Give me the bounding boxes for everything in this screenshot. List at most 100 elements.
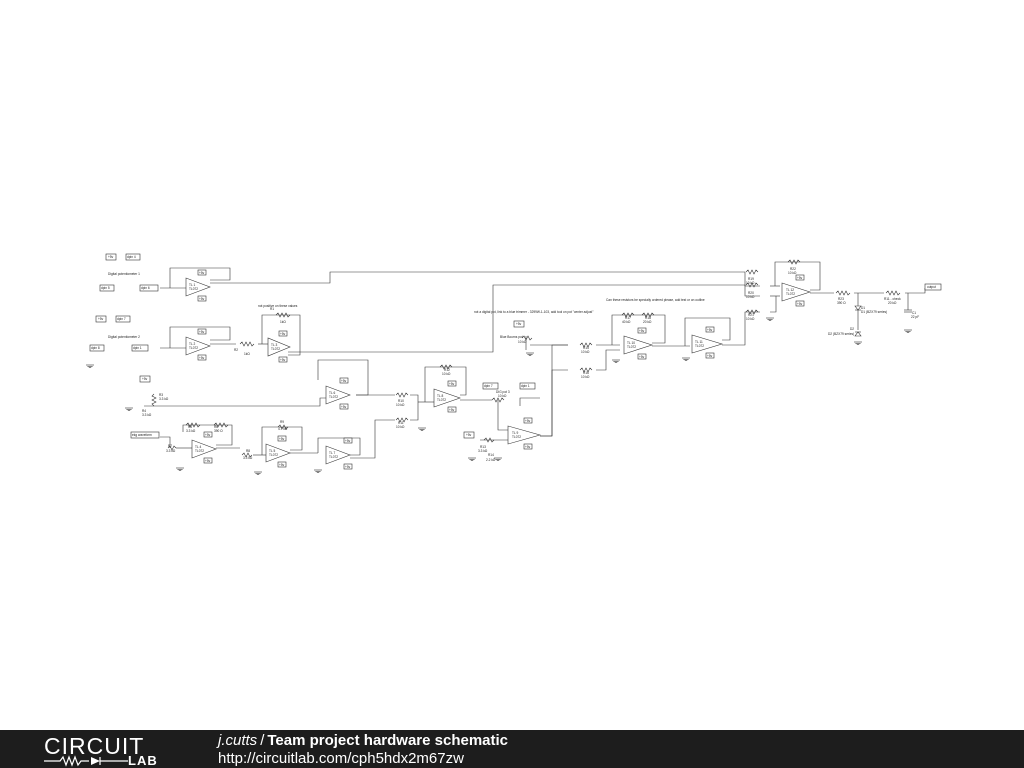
note-digi-pot-2: Digital potentiometer 2 — [108, 335, 140, 339]
author-link[interactable]: j.cutts — [218, 732, 258, 749]
svg-text:TL072: TL072 — [695, 344, 704, 348]
svg-text:TL072: TL072 — [189, 287, 198, 291]
svg-text:TL 11: TL 11 — [695, 340, 703, 344]
svg-text:22 pF: 22 pF — [911, 315, 919, 319]
resistor-r7: R73.3 kΩ — [166, 444, 177, 453]
resistor-r9: R94.7 kΩ — [277, 420, 289, 431]
svg-text:R3: R3 — [159, 393, 163, 397]
svg-text:TL 2: TL 2 — [189, 342, 195, 346]
svg-text:R7: R7 — [168, 444, 172, 448]
port-dpin8: dpin 8 — [89, 344, 105, 352]
svg-text:3.3 kΩ: 3.3 kΩ — [243, 456, 253, 460]
svg-text:+5v: +5v — [280, 358, 286, 362]
svg-text:1kΩ: 1kΩ — [244, 352, 250, 356]
svg-text:TL072: TL072 — [189, 346, 198, 350]
svg-text:dpin 5: dpin 5 — [101, 286, 110, 290]
svg-text:3.3 kΩ: 3.3 kΩ — [142, 413, 152, 417]
svg-text:10 kΩ: 10 kΩ — [746, 317, 755, 321]
svg-text:dpin 7: dpin 7 — [484, 384, 493, 388]
svg-text:dpin 1: dpin 1 — [133, 346, 142, 350]
svg-text:+5v: +5v — [345, 465, 351, 469]
svg-text:+5v: +5v — [707, 328, 713, 332]
svg-text:+5v: +5v — [525, 445, 531, 449]
svg-text:+5v: +5v — [449, 408, 455, 412]
port-flags: +5v dpin 4 dpin 5 dpin 6 +5v dpin 7 dpin… — [89, 253, 942, 439]
svg-text:+5v: +5v — [341, 379, 347, 383]
svg-text:D1: D1 — [861, 306, 865, 310]
svg-text:TL072: TL072 — [627, 345, 636, 349]
svg-text:ekg waveform: ekg waveform — [132, 433, 152, 437]
note-digi-pot-1: Digital potentiometer 1 — [108, 272, 140, 276]
svg-text:R18: R18 — [645, 316, 651, 320]
svg-text:TL 5: TL 5 — [269, 449, 275, 453]
svg-text:10 kΩ: 10 kΩ — [518, 340, 527, 344]
svg-text:+5v: +5v — [199, 297, 205, 301]
port-vcc-5: +5v — [513, 320, 525, 328]
svg-text:dpin 7: dpin 7 — [117, 317, 126, 321]
svg-text:10 kΩ: 10 kΩ — [396, 403, 405, 407]
potentiometer-dig-pot3: DIG pot 310 kΩ — [491, 390, 510, 403]
schematic-url[interactable]: http://circuitlab.com/cph5hdx2m67zw — [218, 750, 464, 767]
svg-text:20 kΩ: 20 kΩ — [888, 301, 897, 305]
svg-text:3.3 kΩ: 3.3 kΩ — [159, 397, 169, 401]
svg-text:+5v: +5v — [199, 356, 205, 360]
svg-text:R8: R8 — [246, 449, 250, 453]
port-vcc: +5v — [105, 253, 117, 261]
svg-text:R4: R4 — [142, 409, 146, 413]
svg-text:TL 12: TL 12 — [786, 288, 794, 292]
svg-text:10 kΩ: 10 kΩ — [746, 295, 755, 299]
svg-text:R1: R1 — [270, 307, 274, 311]
svg-text:+5v: +5v — [797, 302, 803, 306]
svg-text:Blue Bourns pot: Blue Bourns pot — [500, 335, 523, 339]
svg-text:TL072: TL072 — [269, 453, 278, 457]
svg-text:+5v: +5v — [279, 437, 285, 441]
svg-text:+5v: +5v — [466, 433, 472, 437]
svg-text:output: output — [927, 285, 936, 289]
svg-text:R21: R21 — [748, 313, 754, 317]
svg-text:TL 7: TL 7 — [329, 451, 335, 455]
svg-text:390 Ω: 390 Ω — [837, 301, 846, 305]
resistor-r5: R53.3 kΩ — [185, 422, 201, 433]
svg-text:TL 10: TL 10 — [627, 341, 635, 345]
svg-text:+5v: +5v — [525, 419, 531, 423]
svg-text:dpin 4: dpin 4 — [127, 255, 136, 259]
svg-text:4.7 kΩ: 4.7 kΩ — [278, 427, 288, 431]
svg-text:+5v: +5v — [516, 322, 522, 326]
svg-text:R19: R19 — [748, 277, 754, 281]
svg-text:2.2 kΩ: 2.2 kΩ — [486, 458, 496, 462]
svg-text:10 kΩ: 10 kΩ — [581, 375, 590, 379]
annotation-notes: Digital potentiometer 1 Digital potentio… — [108, 272, 705, 339]
svg-text:10 kΩ: 10 kΩ — [498, 394, 507, 398]
svg-text:10 kΩ: 10 kΩ — [442, 372, 451, 376]
svg-text:R23: R23 — [838, 297, 844, 301]
svg-text:R14: R14 — [488, 453, 494, 457]
svg-text:R5: R5 — [188, 425, 192, 429]
port-dpin6: dpin 6 — [139, 284, 159, 292]
port-vcc-3: +5v — [139, 375, 151, 383]
svg-text:TL072: TL072 — [437, 398, 446, 402]
port-dpin5: dpin 5 — [99, 284, 115, 292]
svg-text:TL072: TL072 — [195, 449, 204, 453]
svg-text:+5v: +5v — [345, 439, 351, 443]
svg-text:TL072: TL072 — [329, 395, 338, 399]
resistor-r3: R33.3 kΩ — [151, 393, 169, 407]
svg-text:20 kΩ: 20 kΩ — [643, 320, 652, 324]
svg-text:R13: R13 — [480, 445, 486, 449]
